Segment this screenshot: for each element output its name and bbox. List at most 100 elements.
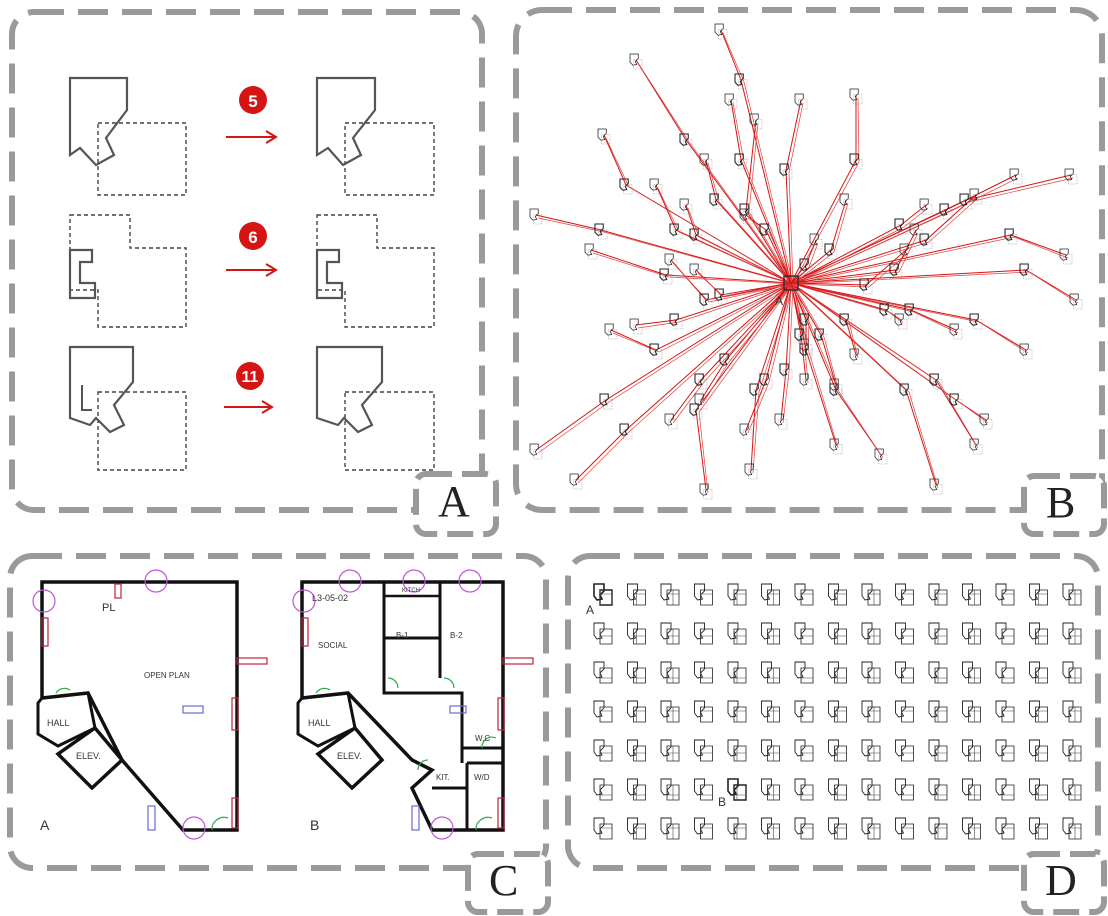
plan-node <box>1059 248 1073 265</box>
plan-node <box>979 413 993 430</box>
link-line <box>792 283 1029 354</box>
grid-plan <box>1029 700 1048 723</box>
plan-node <box>899 383 913 400</box>
plan-node <box>694 373 708 390</box>
grid-plan <box>593 583 613 606</box>
panel-d-tag: D <box>1045 856 1077 905</box>
grid-plan <box>962 583 981 606</box>
step-number-1: 5 <box>248 92 257 111</box>
link-line <box>790 234 1067 284</box>
step-number-2: 6 <box>248 228 257 247</box>
step-arrow-2 <box>226 263 278 277</box>
link-line <box>792 283 959 334</box>
plan-node <box>939 203 953 220</box>
plan-node <box>724 93 738 110</box>
plan-node <box>799 258 813 275</box>
grid-plan <box>593 778 613 801</box>
grid-plan <box>1029 583 1048 606</box>
panel-a-tag: A <box>438 477 470 526</box>
plan-node <box>749 383 763 400</box>
grid-plan <box>995 622 1015 645</box>
grid-plan <box>1062 622 1082 645</box>
link-line <box>790 194 977 284</box>
plan-node <box>969 313 983 330</box>
plan-node <box>909 223 923 240</box>
grid-plan <box>861 778 881 801</box>
grid-plan <box>928 778 948 801</box>
unit-code: L3-05-02 <box>312 593 348 603</box>
link-line <box>792 283 979 449</box>
plan-node <box>779 363 793 380</box>
grid-plan <box>1029 739 1048 762</box>
grid-plan <box>727 583 747 606</box>
plan-node <box>529 443 543 460</box>
grid-plan <box>962 739 981 762</box>
panel-a-frame <box>9 9 485 513</box>
link-line <box>792 283 839 389</box>
floorplan-after-1 <box>315 76 435 196</box>
plan-node <box>739 208 753 225</box>
plan-node <box>969 188 983 205</box>
floorplan-after-2 <box>315 214 435 328</box>
plan-node <box>599 393 613 410</box>
link-line <box>635 59 792 284</box>
link-line <box>790 199 847 284</box>
link-line <box>537 283 794 454</box>
link-line <box>590 249 792 284</box>
grid-plan <box>727 700 747 723</box>
link-line <box>745 119 792 284</box>
link-line <box>635 282 792 326</box>
grid-plan <box>928 817 948 840</box>
plan-b-label: B <box>310 817 319 833</box>
grid-plan <box>861 817 881 840</box>
grid-plan <box>895 778 914 801</box>
plan-node <box>669 313 683 330</box>
step-badge-2 <box>239 222 267 250</box>
link-line <box>780 282 792 421</box>
floorplan-before-1 <box>68 76 187 196</box>
plan-node <box>799 313 813 330</box>
plan-node <box>1019 263 1033 280</box>
grid-plan <box>694 622 713 645</box>
link-line <box>792 202 849 285</box>
panel-a: 5 6 11 A <box>0 0 500 537</box>
plan-node <box>1004 228 1018 245</box>
grid-plan <box>627 739 646 762</box>
plan-node <box>679 133 693 150</box>
link-line <box>788 102 804 285</box>
plan-node <box>839 313 853 330</box>
grid-plan <box>660 661 680 684</box>
panel-a-tag-frame <box>413 471 499 537</box>
grid-plan <box>627 661 646 684</box>
grid-plan <box>995 778 1015 801</box>
room-pl: PL <box>102 602 115 614</box>
link-line <box>747 283 794 434</box>
plan-node <box>774 413 788 430</box>
grid-plan <box>761 817 780 840</box>
plan-node <box>809 233 823 250</box>
link-line <box>657 187 794 285</box>
plan-node <box>919 233 933 250</box>
floorplan-before-3 <box>68 345 187 471</box>
link-line <box>790 229 917 284</box>
panel-b: A B <box>506 0 1108 540</box>
grid-plan <box>627 700 646 723</box>
step-arrow-1 <box>226 130 278 144</box>
link-line <box>790 282 977 446</box>
room-b2: B-2 <box>450 631 463 640</box>
grid-plan <box>828 583 847 606</box>
grid-plan <box>962 778 981 801</box>
grid-plan <box>794 622 814 645</box>
room-hall-b: HALL <box>308 718 331 728</box>
panel-b-drawing: A <box>513 7 1107 537</box>
marker-a: A <box>586 603 594 617</box>
plan-grid <box>593 583 1082 840</box>
grid-plan <box>794 700 814 723</box>
plan-node <box>799 343 813 360</box>
hub-label: A <box>775 294 783 308</box>
plan-node <box>597 128 611 145</box>
plan-node <box>739 423 753 440</box>
plan-node <box>799 373 813 390</box>
link-line <box>732 102 794 285</box>
grid-plan <box>861 622 881 645</box>
